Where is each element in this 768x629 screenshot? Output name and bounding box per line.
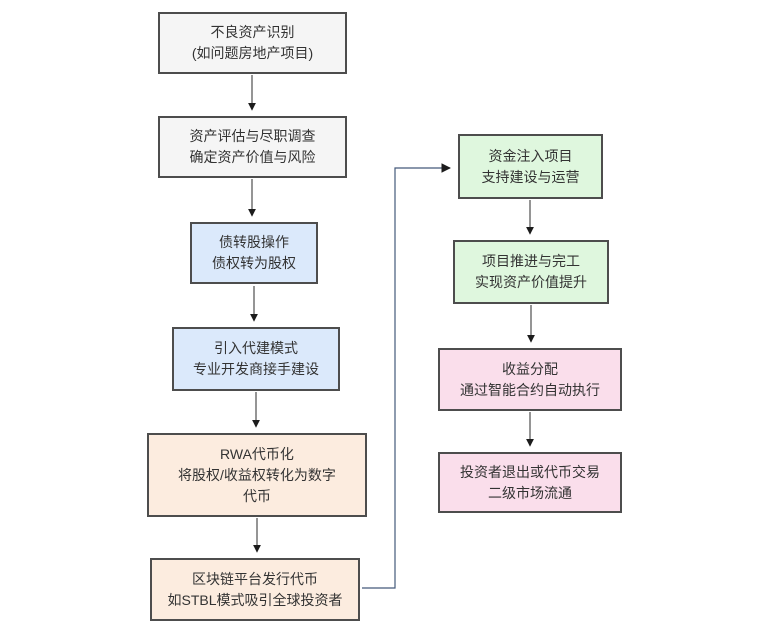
node-label-line: 资金注入项目 xyxy=(488,147,573,164)
node-token-issuance: 区块链平台发行代币 如STBL模式吸引全球投资者 xyxy=(150,558,360,621)
node-profit-distribution: 收益分配 通过智能合约自动执行 xyxy=(438,348,622,411)
node-project-completion: 项目推进与完工 实现资产价值提升 xyxy=(453,240,609,304)
node-agent-construction: 引入代建模式 专业开发商接手建设 xyxy=(172,327,340,391)
node-label-line: (如问题房地产项目) xyxy=(191,45,314,61)
node-label-line: 收益分配 xyxy=(502,360,558,377)
node-label-line: 如STBL模式吸引全球投资者 xyxy=(167,591,343,608)
node-label-line: 将股权/收益权转化为数字 xyxy=(178,466,336,483)
node-investor-exit: 投资者退出或代币交易 二级市场流通 xyxy=(438,452,622,513)
arrow-token-issuance-to-capital-injection xyxy=(362,163,451,589)
node-debt-to-equity: 债转股操作 债权转为股权 xyxy=(190,222,318,284)
node-label-line: 确定资产价值与风险 xyxy=(189,149,316,165)
node-asset-evaluation: 资产评估与尽职调查 确定资产价值与风险 xyxy=(158,116,347,178)
node-label-line: 引入代建模式 xyxy=(214,340,298,356)
node-label-line: 二级市场流通 xyxy=(488,484,572,501)
node-label-line: 代币 xyxy=(243,487,271,504)
node-label-line: 债权转为股权 xyxy=(212,255,296,271)
node-label-line: 通过智能合约自动执行 xyxy=(460,381,600,398)
node-label-line: RWA代币化 xyxy=(220,445,294,462)
node-label-line: 区块链平台发行代币 xyxy=(192,570,318,587)
node-asset-identification: 不良资产识别 (如问题房地产项目) xyxy=(158,12,347,74)
node-label-line: 专业开发商接手建设 xyxy=(193,361,319,377)
node-label-line: 支持建设与运营 xyxy=(481,168,580,185)
node-label-line: 不良资产识别 xyxy=(210,24,295,40)
node-capital-injection: 资金注入项目 支持建设与运营 xyxy=(458,134,603,199)
node-label-line: 债转股操作 xyxy=(219,234,289,250)
node-rwa-tokenization: RWA代币化 将股权/收益权转化为数字 代币 xyxy=(147,433,367,517)
node-label-line: 项目推进与完工 xyxy=(482,253,580,269)
node-label-line: 资产评估与尽职调查 xyxy=(189,128,316,144)
node-label-line: 投资者退出或代币交易 xyxy=(460,463,600,480)
node-label-line: 实现资产价值提升 xyxy=(475,274,587,290)
